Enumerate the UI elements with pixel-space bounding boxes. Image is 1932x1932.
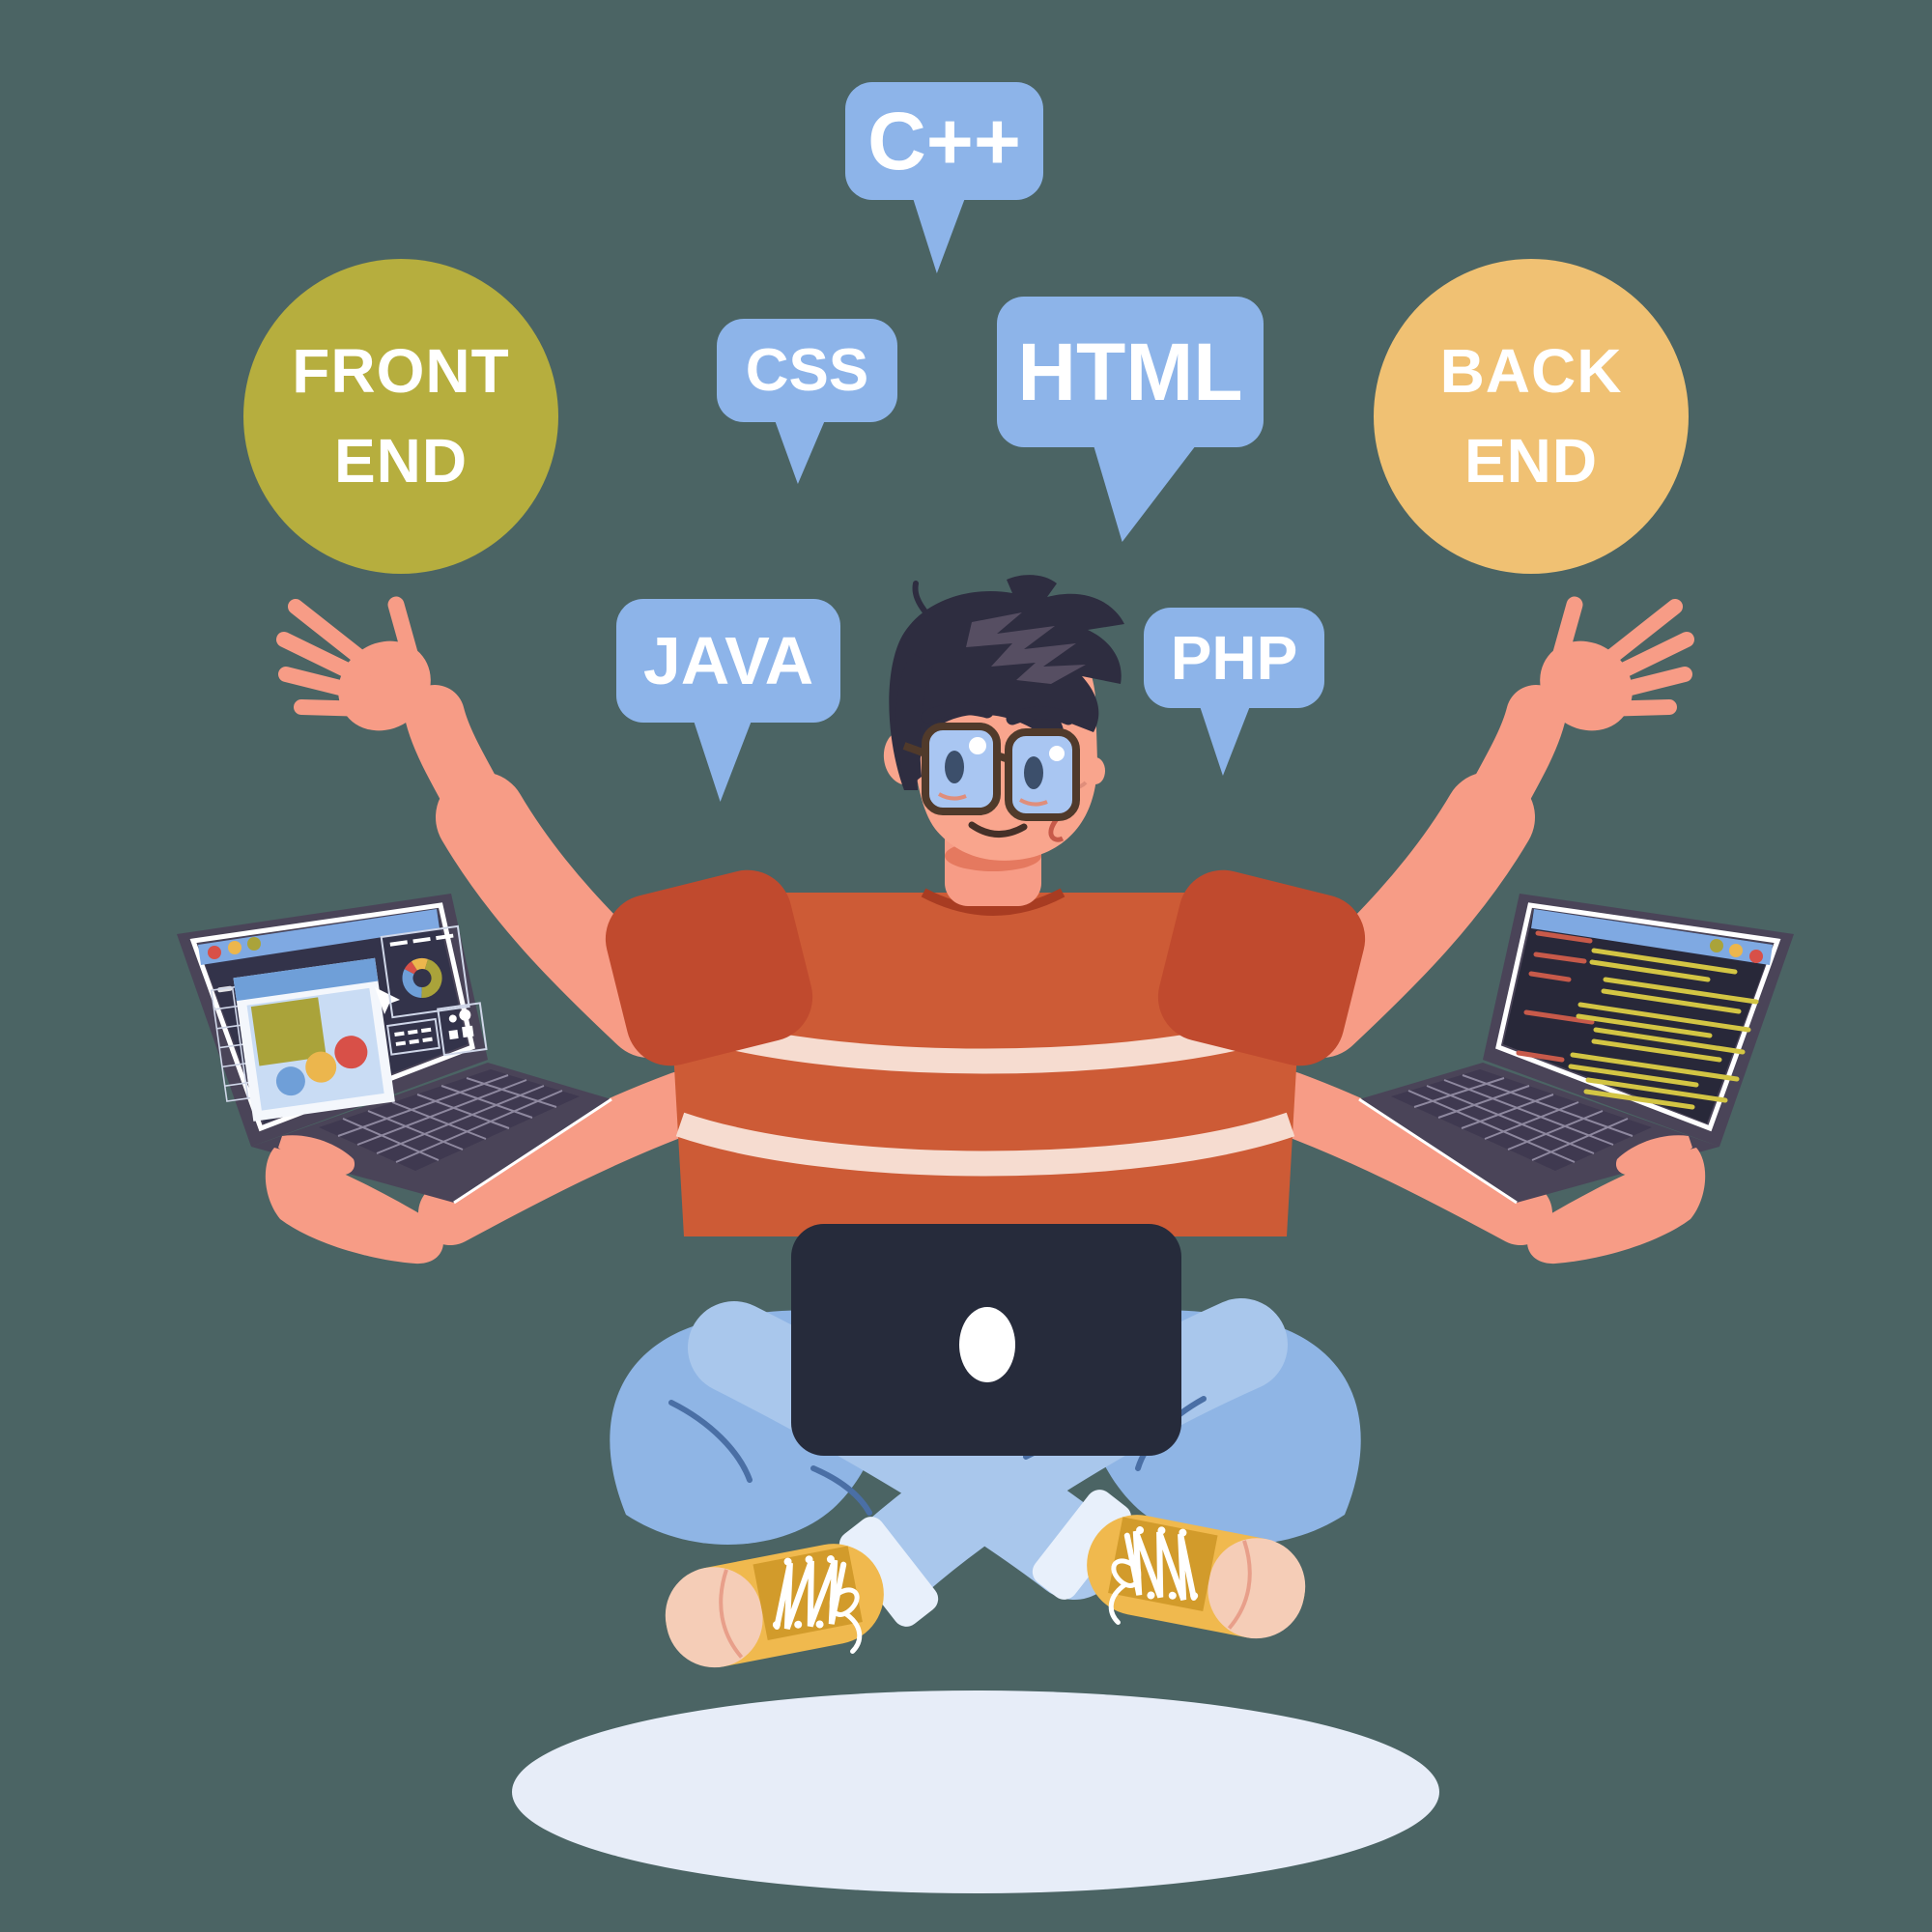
toe-cap — [665, 1567, 763, 1668]
key-grid — [1407, 1074, 1634, 1163]
key-grid — [337, 1074, 563, 1163]
window-dot-olive — [247, 937, 261, 951]
smile — [968, 821, 1028, 838]
right-holding-hand — [1527, 1148, 1706, 1264]
speech-bubble-cpp: C++ — [845, 82, 1043, 273]
cursor-icon — [375, 987, 400, 1014]
laptop-logo — [959, 1307, 1015, 1382]
canvas-header — [233, 957, 379, 1002]
collar — [921, 888, 1065, 916]
left-sneaker — [665, 1544, 884, 1668]
titlebar — [1531, 909, 1773, 965]
cheek-line — [938, 792, 967, 801]
right-sneaker — [1087, 1515, 1306, 1639]
eyelets — [1136, 1526, 1199, 1601]
yellow-dot — [305, 1051, 337, 1083]
lace-loop — [1111, 1558, 1142, 1588]
laces — [774, 1559, 847, 1631]
right-jean-cuff — [1032, 1490, 1132, 1600]
screen-frame — [1495, 902, 1781, 1132]
chart-panel — [380, 924, 470, 1019]
hair-strand — [912, 581, 930, 617]
speech-bubble-java: JAVA — [616, 599, 840, 802]
lower-left-arm — [418, 1071, 714, 1245]
bridge — [995, 752, 1010, 763]
left-jean-cuff — [838, 1517, 939, 1627]
red-dot — [334, 1036, 368, 1069]
deck-edge-highlight — [453, 1097, 612, 1205]
lace-end — [1108, 1581, 1128, 1626]
torso — [605, 869, 1366, 1236]
deck-edge-highlight — [1358, 1097, 1518, 1205]
lap-laptop — [791, 1224, 1181, 1456]
lace-loop — [829, 1587, 860, 1617]
left-fingers — [276, 596, 418, 717]
window-dot-yellow — [228, 941, 242, 954]
code-lines — [1516, 930, 1759, 1110]
left-sleeve — [605, 869, 813, 1066]
left-laptop — [177, 894, 612, 1264]
badge-line: FRONT — [292, 336, 510, 406]
lace-end — [842, 1610, 863, 1655]
eyelets — [772, 1555, 835, 1630]
right-thumb — [1615, 1135, 1692, 1176]
bubble-label: C++ — [867, 95, 1021, 186]
left-eyebrow — [921, 702, 994, 724]
cheek-line — [1019, 798, 1048, 807]
left-thumb — [278, 1135, 355, 1176]
bubble-label: CSS — [745, 337, 869, 404]
nose — [1086, 757, 1105, 784]
right-sleeve — [1157, 869, 1366, 1066]
donut-chart — [402, 958, 442, 999]
keyboard — [319, 1069, 580, 1171]
toe-cap — [1208, 1538, 1306, 1639]
design-canvas — [233, 957, 395, 1122]
badge-line: BACK — [1439, 336, 1623, 406]
right-eye — [1024, 756, 1043, 789]
shirt-stripe — [675, 1112, 1295, 1177]
speech-bubble-php: PHP — [1144, 608, 1324, 776]
lower-right-arm — [1257, 1071, 1552, 1245]
right-laptop — [1358, 894, 1794, 1264]
arm-segment — [1446, 685, 1566, 867]
property-panels — [386, 1002, 488, 1057]
laces — [1123, 1530, 1197, 1602]
window-dot-olive — [1710, 939, 1723, 952]
olive-swatch — [250, 997, 327, 1066]
temple-arm — [902, 742, 927, 757]
window-dot-red — [208, 946, 221, 959]
keyboard — [1391, 1069, 1652, 1171]
bubble-label: PHP — [1170, 623, 1298, 693]
screen — [1503, 909, 1773, 1123]
window-dot-yellow — [1729, 944, 1743, 957]
glasses — [902, 723, 1080, 821]
back-end-badge: BACK END — [1374, 259, 1689, 574]
right-eyebrow — [1006, 706, 1075, 725]
toe-seam — [1227, 1540, 1252, 1630]
sideburn — [895, 653, 933, 790]
blue-dot — [275, 1066, 305, 1096]
lens-glint — [969, 737, 986, 754]
hair — [889, 575, 1124, 790]
speech-bubble-html: HTML — [997, 297, 1264, 542]
badge-line: END — [333, 426, 469, 496]
titlebar — [198, 909, 440, 965]
speech-bubble-css: CSS — [717, 319, 897, 484]
lens-glint — [1049, 746, 1065, 761]
ground-shadow — [512, 1690, 1439, 1893]
front-end-badge: FRONT END — [243, 259, 558, 574]
toe-seam — [719, 1569, 744, 1659]
bubble-label: JAVA — [642, 623, 814, 698]
right-fingers — [1552, 596, 1694, 717]
window-dot-red — [1749, 950, 1763, 963]
screen-frame — [189, 902, 475, 1132]
hair-highlight — [966, 612, 1086, 684]
left-holding-hand — [265, 1148, 443, 1264]
badge-line: END — [1463, 426, 1599, 496]
left-eye — [945, 751, 964, 783]
bubble-label: HTML — [1017, 326, 1243, 417]
arm-segment — [405, 685, 525, 867]
head — [883, 575, 1124, 906]
